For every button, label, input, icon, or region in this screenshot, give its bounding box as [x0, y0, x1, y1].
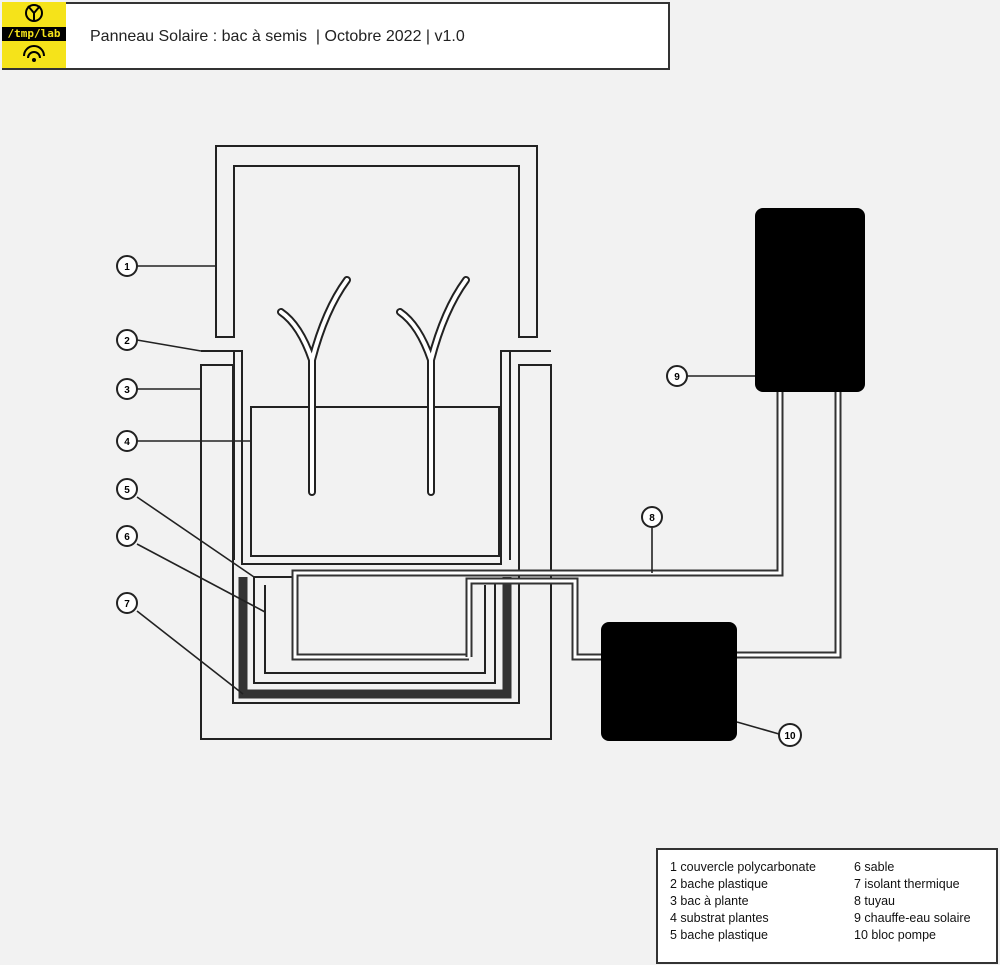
legend-item: 10 bloc pompe [854, 928, 937, 942]
legend-item: 1 couvercle polycarbonate [670, 860, 816, 874]
callout-7: 7 [116, 592, 138, 614]
svg-text:9: 9 [674, 372, 680, 383]
pipe-pump-to-heater [736, 390, 842, 659]
svg-text:7: 7 [124, 599, 130, 610]
legend-box: 1 couvercle polycarbonate 2 bache plasti… [656, 848, 998, 964]
logo-text: /tmp/lab [2, 27, 66, 41]
legend-item: 7 isolant thermique [854, 877, 960, 891]
solar-water-heater [755, 208, 865, 392]
callout-8: 8 [641, 506, 663, 528]
callout-4: 4 [116, 430, 138, 452]
callout-6: 6 [116, 525, 138, 547]
legend-item: 6 sable [854, 860, 895, 874]
legend-item: 3 bac à plante [670, 894, 749, 908]
pipes [291, 390, 842, 661]
header-bar: Panneau Solaire : bac à semis | Octobre … [2, 2, 670, 70]
pump-block [601, 622, 737, 741]
page-title: Panneau Solaire : bac à semis | Octobre … [90, 28, 465, 45]
legend-item: 2 bache plastique [670, 877, 768, 891]
callout-leaders [136, 265, 780, 735]
sand-box-outline [264, 585, 486, 674]
callout-10: 10 [778, 723, 802, 747]
svg-text:2: 2 [124, 336, 130, 347]
svg-text:10: 10 [784, 731, 796, 742]
svg-text:3: 3 [124, 385, 130, 396]
callout-1: 1 [116, 255, 138, 277]
svg-text:1: 1 [124, 262, 130, 273]
callout-2: 2 [116, 329, 138, 351]
cover-outline [215, 145, 538, 338]
insulation-layer [238, 577, 512, 699]
legend-item: 8 tuyau [854, 894, 896, 908]
callout-9: 9 [666, 365, 688, 387]
legend-item: 9 chauffe-eau solaire [854, 911, 971, 925]
substrate-box [250, 406, 500, 557]
planter-box-outline [200, 364, 552, 740]
callouts: 1 2 3 4 5 6 7 8 9 10 [116, 255, 802, 747]
radiation-logo-icon [23, 4, 45, 62]
pipe-to-heater [291, 390, 784, 661]
svg-text:5: 5 [124, 485, 130, 496]
callout-5: 5 [116, 478, 138, 500]
pipe-to-pump [465, 577, 602, 661]
svg-text:6: 6 [124, 532, 130, 543]
tmplab-logo: /tmp/lab [2, 2, 66, 68]
liner-5-body [253, 577, 496, 684]
legend-item: 5 bache plastique [670, 928, 768, 942]
svg-text:4: 4 [124, 437, 130, 448]
svg-text:8: 8 [649, 513, 655, 524]
plants [277, 276, 470, 496]
legend-item: 4 substrat plantes [670, 911, 769, 925]
callout-3: 3 [116, 378, 138, 400]
